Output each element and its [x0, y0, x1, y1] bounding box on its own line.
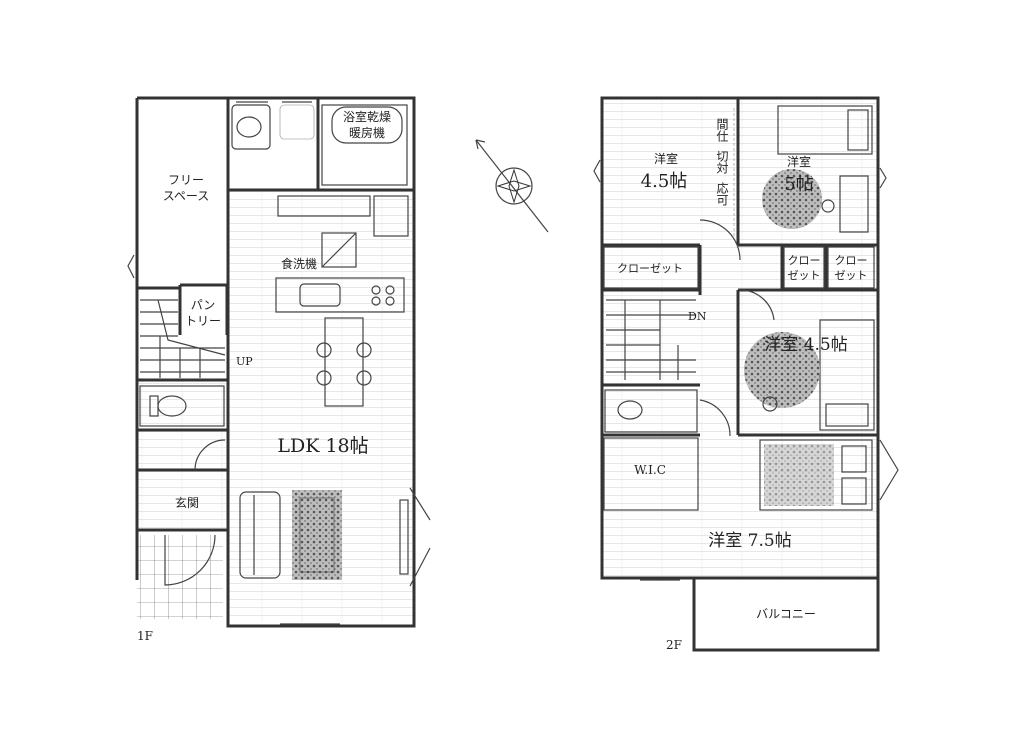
living-sofa — [239, 490, 342, 580]
western-b-name: 洋室 — [787, 154, 811, 169]
bed-room-b — [762, 105, 873, 233]
partition-note: 間仕 切対 応可 — [715, 108, 735, 240]
closet-b-label-2: ゼット — [788, 269, 821, 282]
wic-label: W.I.C — [634, 463, 666, 477]
entrance-door-swing — [164, 534, 216, 586]
dishwasher-label: 食洗機 — [281, 256, 317, 271]
floor-2-windows — [593, 159, 899, 581]
stair-down-label: DN — [688, 310, 707, 323]
bathroom — [321, 104, 408, 186]
partition-note-3: 応可 — [715, 182, 729, 206]
closet-c-label: クロー — [835, 254, 868, 267]
free-space-label-2: スペース — [163, 189, 210, 203]
partition-note-2: 切対 — [715, 150, 729, 174]
pantry-label-2: トリー — [185, 314, 221, 328]
western-b-size: 5帖 — [784, 174, 813, 195]
bath-dryer-label: 浴室乾燥 — [343, 109, 391, 124]
rug-room-b — [762, 169, 822, 229]
closet-c — [827, 246, 875, 289]
floor-1-windows — [127, 101, 431, 625]
closet-b-label: クロー — [788, 254, 821, 267]
western-a-size: 4.5帖 — [641, 171, 688, 192]
closet-a-label: クローゼット — [617, 262, 683, 275]
compass-icon — [475, 139, 549, 233]
bath-dryer-label-2: 暖房機 — [349, 125, 385, 140]
western-d-label: 洋室 7.5帖 — [708, 531, 791, 551]
rug-room-c — [744, 332, 820, 408]
closet-b — [783, 246, 825, 289]
entrance-tiles — [137, 535, 223, 619]
bed-room-c — [744, 319, 875, 431]
hall-door-swing — [194, 439, 226, 471]
free-space-floor — [137, 100, 227, 285]
balcony-label: バルコニー — [756, 607, 816, 621]
stairs-1f — [140, 299, 226, 378]
stairs-2f: DN — [606, 299, 707, 380]
floor-1-label: 1F — [137, 629, 153, 643]
floor-2: 洋室 4.5帖 間仕 切対 応可 洋室 5帖 クローゼット クロー ゼット クロ… — [593, 96, 899, 652]
closet-c-label-2: ゼット — [835, 269, 868, 282]
balcony-wall — [692, 578, 880, 652]
hall-floor — [137, 380, 227, 530]
western-c-label: 洋室 4.5帖 — [764, 335, 847, 355]
closet-a — [603, 246, 699, 289]
floor-2-inner-walls — [602, 98, 878, 437]
partition-note-1: 間仕 — [715, 118, 729, 142]
pantry-label: パン — [191, 298, 216, 312]
stair-up-label: UP — [236, 355, 253, 368]
western-a-name: 洋室 — [654, 151, 678, 166]
entrance-label: 玄関 — [175, 495, 199, 510]
floor-2-label: 2F — [666, 638, 682, 652]
toilet-2f — [604, 389, 698, 433]
kitchen — [275, 195, 409, 407]
ldk-label: LDK 18帖 — [277, 435, 368, 457]
washroom-sink — [231, 104, 315, 150]
bed-d-blanket — [764, 444, 834, 506]
toilet-1f — [139, 385, 225, 427]
floor-1-inner-walls — [137, 98, 414, 626]
free-space-label: フリー — [168, 173, 204, 187]
bed-room-d — [759, 439, 873, 511]
floor-1: フリー スペース 浴室乾燥 暖房機 食洗機 パン トリー UP LDK 18帖 … — [127, 96, 431, 643]
hall-door-swings — [699, 219, 775, 437]
wic-room — [603, 437, 699, 511]
